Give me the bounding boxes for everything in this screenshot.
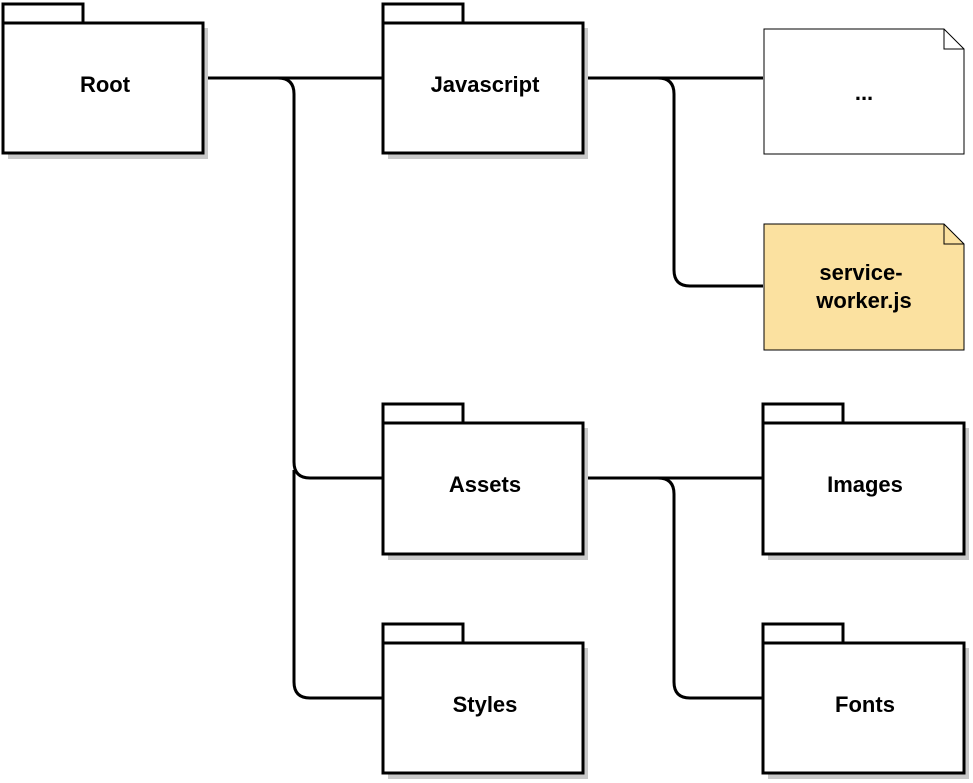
file-service-worker[interactable]: service- worker.js [763,223,965,351]
connector-root-styles [292,470,382,700]
folder-assets-label: Assets [449,472,521,497]
folder-icon [381,21,585,155]
folder-icon-tab [381,402,465,425]
folder-fonts[interactable]: Fonts [761,622,969,779]
folder-javascript-label: Javascript [431,72,541,97]
folder-images[interactable]: Images [761,402,969,560]
folder-icon [761,421,966,556]
folder-styles[interactable]: Styles [381,622,588,779]
file-icon [763,28,965,155]
folder-root[interactable]: Root [1,2,208,159]
file-service-worker-label-line-2: worker.js [815,288,911,313]
folder-icon [761,641,966,775]
folder-fonts-label: Fonts [835,692,895,717]
connectors [204,76,763,700]
folder-icon-tab [761,402,845,425]
folder-icon [1,21,205,155]
folder-icon-tab [381,622,465,645]
folder-icon [381,641,585,775]
folder-icon-tab [1,2,85,25]
connector-assets-fonts [584,476,763,700]
folder-images-label: Images [827,472,903,497]
file-service-worker-label: service- worker.js [815,260,911,313]
file-fold-corner [943,224,964,245]
folder-javascript[interactable]: Javascript [381,2,588,159]
connector-javascript-service-worker [584,76,763,288]
folder-styles-label: Styles [453,692,518,717]
connector-root-assets [204,76,382,480]
folder-icon-tab [761,622,845,645]
folder-icon-tab [381,2,465,25]
file-ellipsis-label: ... [855,80,873,105]
file-service-worker-label-line-1: service- [819,260,902,285]
folder-icon [381,421,585,556]
file-icon [763,223,965,351]
file-ellipsis[interactable]: ... [763,28,965,155]
file-fold-corner [943,29,964,50]
folder-root-label: Root [80,72,131,97]
folder-assets[interactable]: Assets [381,402,588,560]
